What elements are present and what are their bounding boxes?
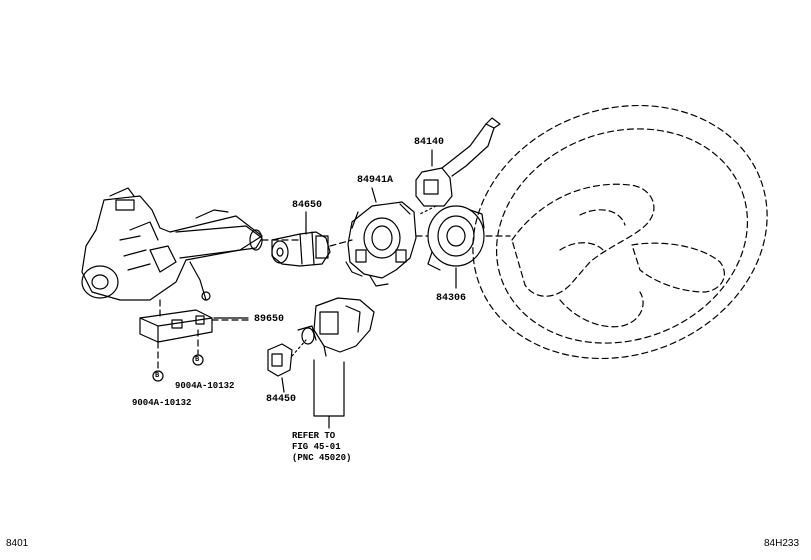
- part-84650[interactable]: [271, 231, 353, 267]
- label-89650[interactable]: 89650: [254, 314, 285, 325]
- ignition-lock-assembly[interactable]: [297, 297, 375, 357]
- bolt-mark-left: B: [155, 372, 160, 380]
- label-84941A[interactable]: 84941A: [357, 175, 394, 186]
- steering-wheel[interactable]: [437, 65, 803, 399]
- leader-lines: [213, 149, 457, 393]
- label-84450[interactable]: 84450: [266, 394, 297, 405]
- refer-line-1: REFER TO: [292, 431, 336, 441]
- footer-right-code: 84H233: [764, 538, 800, 549]
- part-84140[interactable]: [415, 117, 501, 215]
- steering-column[interactable]: [81, 187, 301, 301]
- bolt-marker-right[interactable]: [192, 354, 204, 366]
- part-84306[interactable]: [415, 205, 511, 271]
- part-84941A[interactable]: [345, 201, 417, 287]
- label-84650[interactable]: 84650: [292, 200, 323, 211]
- part-89650[interactable]: [139, 299, 249, 369]
- label-bolt-right[interactable]: 9004A-10132: [175, 381, 235, 391]
- footer-left-code: 8401: [6, 538, 29, 549]
- label-bolt-left[interactable]: 9004A-10132: [132, 398, 192, 408]
- bolt-marker-left[interactable]: [152, 370, 164, 382]
- refer-line-2: FIG 45-01: [292, 442, 341, 452]
- refer-line-3: (PNC 45020): [292, 453, 352, 463]
- label-84306[interactable]: 84306: [436, 293, 467, 304]
- label-84140[interactable]: 84140: [414, 137, 445, 148]
- bolt-mark-right: B: [195, 356, 200, 364]
- part-84450[interactable]: [267, 339, 307, 377]
- refer-bracket: [313, 359, 345, 429]
